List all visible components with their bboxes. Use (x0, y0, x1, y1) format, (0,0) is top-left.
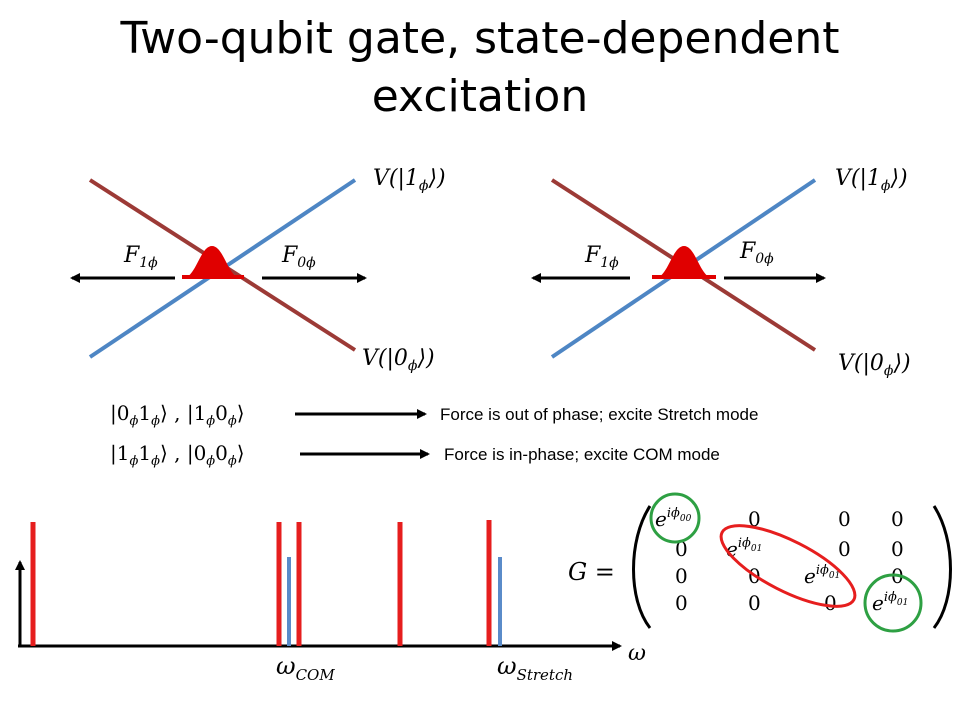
matrix-entry: 0 (838, 537, 851, 561)
state-mapping: |0ϕ1ϕ⟩ , |1ϕ0ϕ⟩ Force is out of phase; e… (110, 401, 758, 469)
matrix-entry: eiϕ01 (872, 590, 908, 615)
highlight-circle-phi00 (649, 492, 701, 544)
matrix-entry: 0 (824, 591, 837, 615)
matrix-entry: eiϕ00 (655, 506, 692, 531)
force-label-right: F0ϕ (739, 239, 774, 267)
omega-axis-label: ω (628, 641, 646, 666)
matrix-entry: 0 (838, 507, 851, 531)
matrix-lhs: G = (568, 558, 615, 586)
potential-label-bottom: V(|0ϕ⟩) (838, 351, 911, 379)
mapping-text-out-of-phase: Force is out of phase; excite Stretch mo… (440, 405, 758, 424)
matrix-entry: 0 (748, 507, 761, 531)
potential-label-top: V(|1ϕ⟩) (835, 166, 908, 194)
matrix-entry: 0 (675, 591, 688, 615)
frequency-spectrum: ωCOM ωStretch ω (15, 520, 646, 684)
matrix-entry: 0 (675, 564, 688, 588)
potential-diagram-right: F1ϕ F0ϕ V(|1ϕ⟩) V(|0ϕ⟩) (531, 166, 911, 379)
ket-pair-even: |1ϕ1ϕ⟩ , |0ϕ0ϕ⟩ (110, 441, 245, 469)
force-label-right: F0ϕ (281, 243, 316, 271)
potential-label-top: V(|1ϕ⟩) (373, 166, 446, 194)
wavepacket-gaussian (183, 246, 241, 278)
matrix-entry: 0 (891, 507, 904, 531)
wavepacket-gaussian (655, 246, 713, 278)
mapping-text-in-phase: Force is in-phase; excite COM mode (444, 445, 720, 464)
title-line-1: Two-qubit gate, state-dependent (120, 13, 840, 64)
title-line-2: excitation (371, 71, 589, 122)
potential-diagram-left: F1ϕ F0ϕ V(|1ϕ⟩) V(|0ϕ⟩) (70, 166, 446, 374)
gate-matrix: G = eiϕ00 0 0 0 0 eiϕ01 0 0 0 0 eiϕ01 0 … (568, 492, 952, 633)
force-label-left: F1ϕ (123, 243, 158, 271)
slide-title: Two-qubit gate, state-dependent excitati… (0, 10, 960, 126)
matrix-entry: 0 (891, 537, 904, 561)
force-label-left: F1ϕ (584, 243, 619, 271)
highlight-circle-phi01 (863, 573, 923, 633)
highlight-ellipse-phi01 (719, 524, 857, 608)
matrix-bracket-left (632, 505, 652, 629)
matrix-entry: 0 (748, 591, 761, 615)
omega-com-label: ωCOM (276, 652, 335, 684)
matrix-bracket-right (932, 505, 952, 629)
ket-pair-odd: |0ϕ1ϕ⟩ , |1ϕ0ϕ⟩ (110, 401, 245, 429)
omega-stretch-label: ωStretch (497, 652, 573, 684)
potential-label-bottom: V(|0ϕ⟩) (362, 346, 435, 374)
